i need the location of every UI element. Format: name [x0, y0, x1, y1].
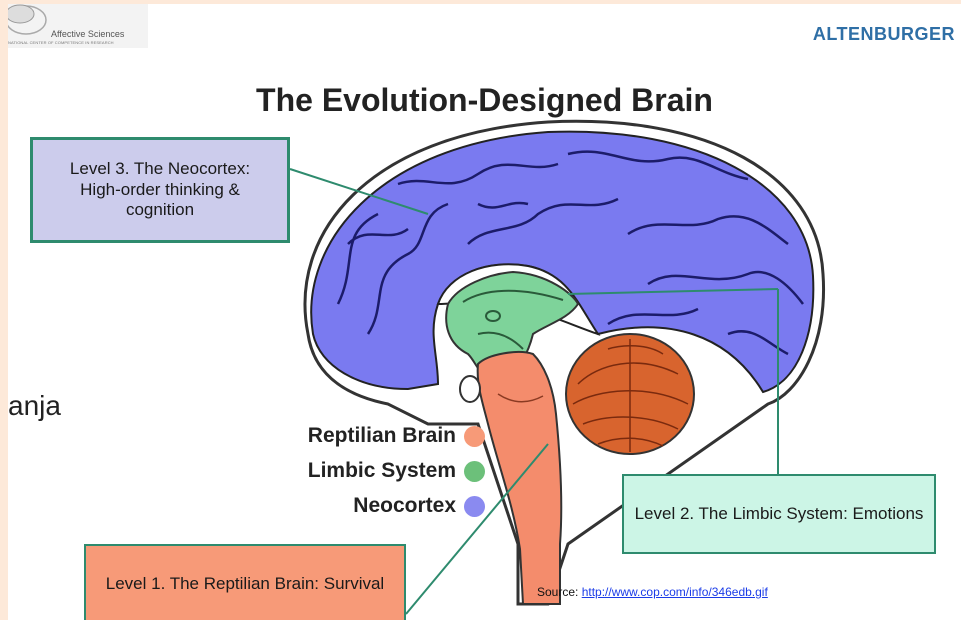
neocortex-dot-icon [464, 496, 485, 517]
slide: Affective Sciences NATIONAL CENTER OF CO… [8, 4, 961, 620]
reptilian-dot-icon [464, 426, 485, 447]
limbic-dot-icon [464, 461, 485, 482]
legend-item-neocortex: Neocortex [353, 494, 485, 518]
source-link[interactable]: http://www.cop.com/info/346edb.gif [582, 585, 768, 599]
neocortex-region [311, 132, 813, 392]
legend-item-reptilian: Reptilian Brain [308, 424, 485, 448]
legend-label-limbic: Limbic System [308, 459, 456, 483]
callout-level-2: Level 2. The Limbic System: Emotions [622, 474, 936, 554]
side-text-fragment: anja [8, 390, 61, 422]
source-citation: Source: http://www.cop.com/info/346edb.g… [537, 585, 768, 599]
pituitary-gland [460, 376, 480, 402]
source-prefix: Source: [537, 585, 582, 599]
callout-level-3: Level 3. The Neocortex: High-order think… [30, 137, 290, 243]
callout-level-1: Level 1. The Reptilian Brain: Survival [84, 544, 406, 620]
legend-label-reptilian: Reptilian Brain [308, 424, 456, 448]
legend-label-neocortex: Neocortex [353, 494, 456, 518]
legend-item-limbic: Limbic System [308, 459, 485, 483]
